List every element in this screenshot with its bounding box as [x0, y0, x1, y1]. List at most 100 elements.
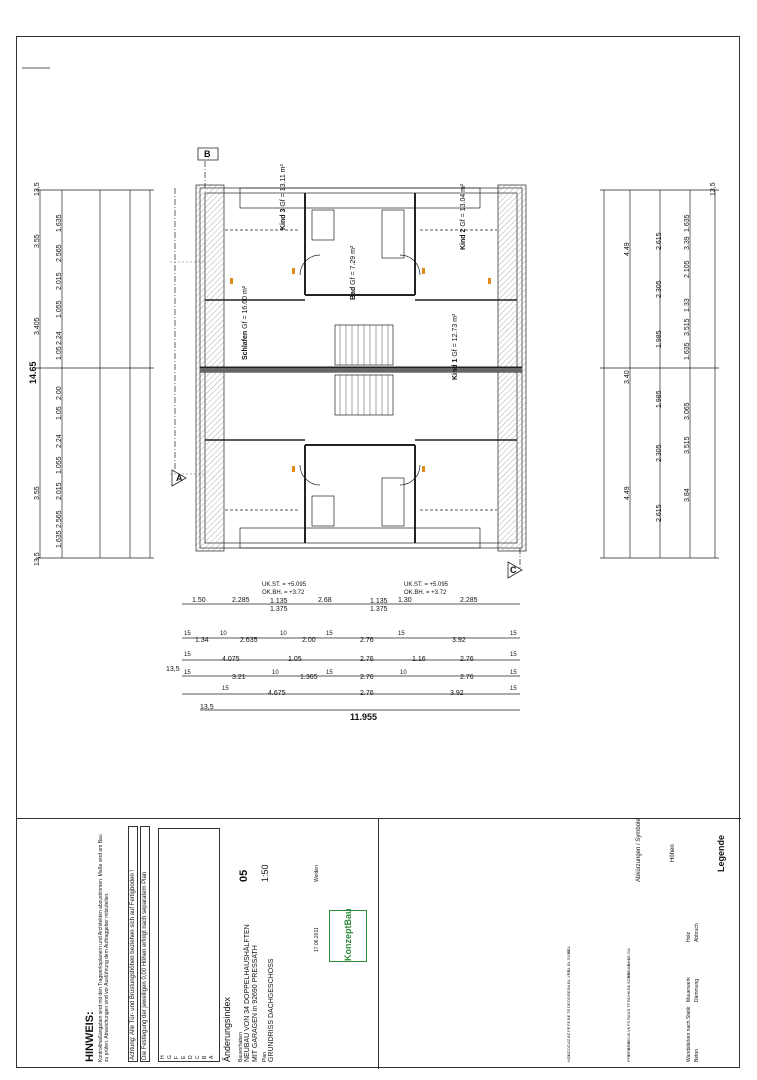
warning-text-2: Die Festlegung der jeweiligen 0,00 Höhen…: [140, 826, 150, 1062]
dim-text: 1.635: [684, 214, 691, 232]
abbreviation-right: TE: [566, 1008, 571, 1014]
dim-text: 15: [510, 652, 517, 658]
abbreviation-right: ST: [566, 948, 571, 954]
hinweis-title: HINWEIS:: [84, 1011, 96, 1062]
dim-text: 1.16: [412, 656, 426, 663]
abbreviation-title: Abkürzungen / Symbole: [636, 818, 642, 882]
abbreviation-left: LE: [626, 955, 631, 960]
ukst-left-1: UK.ST. = +5.095: [262, 582, 307, 588]
legend-item: Dämmung: [694, 978, 700, 1002]
dim-text: 2.015: [56, 482, 63, 500]
legend-item: Beton: [694, 1048, 700, 1062]
room-bad: Bad Gf = 7.29 m²: [350, 245, 357, 300]
index-letter: F: [174, 1055, 180, 1059]
dim-text: 1.34: [195, 637, 209, 644]
dim-text: 4.49: [624, 242, 631, 256]
dim-text: 15: [326, 631, 333, 637]
dim-text: 2.76: [360, 690, 374, 697]
dim-text: 2.565: [56, 510, 63, 528]
dim-text: 1.375: [270, 606, 288, 613]
index-letter: C: [195, 1055, 201, 1059]
dim-text: 1.135: [270, 598, 288, 605]
dim-text: 13,5: [34, 552, 41, 566]
dim-text: 2.76: [460, 674, 474, 681]
dim-text: 2.305: [656, 444, 663, 462]
dim-text: 15: [510, 670, 517, 676]
plan-title: GRUNDRISS DACHGESCHOSS: [268, 958, 275, 1062]
dim-text: 4.075: [222, 656, 240, 663]
section-b-label: B: [204, 149, 211, 159]
dim-text: 2.76: [360, 637, 374, 644]
dim-text: 1.635: [684, 342, 691, 360]
dim-text: 2.565: [56, 244, 63, 262]
dim-text: 2.00: [302, 637, 316, 644]
warning-text-1: Achtung: Alle Tür- und Brüstungshöhen be…: [128, 826, 138, 1062]
abbreviation-left: RD: [626, 996, 631, 1002]
dim-text: 13,5: [34, 182, 41, 196]
dim-text: 2.76: [360, 656, 374, 663]
dim-text: 2.24: [56, 434, 63, 448]
okbh-right-1: OK.BH. = +3.72: [404, 590, 447, 596]
plan-city: Weiden: [314, 865, 320, 882]
dim-text: 1.055: [56, 300, 63, 318]
dim-text: 1.635: [56, 214, 63, 232]
abbreviation-left: BR: [626, 972, 631, 978]
dim-text: 15: [326, 670, 333, 676]
abbreviation-left: UK: [626, 1032, 631, 1038]
title-block: [16, 818, 378, 1069]
plan-date: 17.06.2011: [314, 927, 320, 952]
abbreviation-left: HK: [626, 990, 631, 996]
dim-text: 3.92: [450, 690, 464, 697]
legend-content: Legende Höhen Wandstärken nach Statik Be…: [386, 818, 736, 1062]
dim-text: 2.24: [56, 331, 63, 345]
section-a-label: A: [176, 473, 183, 483]
dim-text: 1.375: [370, 606, 388, 613]
dim-text: 2.76: [360, 674, 374, 681]
dim-text: 1.135: [370, 598, 388, 605]
dim-text: 10: [400, 670, 407, 676]
project-subtitle: MIT GARAGEN in 92690 PRESSATH: [252, 945, 259, 1062]
dim-text: 13,5: [166, 666, 180, 673]
dim-text: 3.39: [684, 236, 691, 250]
index-letter: B: [202, 1055, 208, 1059]
dim-text: 2.76: [460, 656, 474, 663]
index-letter: G: [167, 1055, 173, 1059]
abbreviation-right: AZ: [566, 1038, 571, 1044]
dim-text: 1.05: [56, 406, 63, 420]
room-schlafen: Schlafen Gf = 16.60 m²: [242, 285, 249, 360]
dim-text: 15: [184, 670, 191, 676]
room-kind-3: Kind 3 Gf = 13.11 m²: [280, 164, 287, 230]
legend-item: Abbruch: [694, 923, 700, 942]
dim-text: 3.515: [684, 318, 691, 336]
index-letter: H: [160, 1055, 166, 1059]
abbreviation-left: OK: [626, 1038, 631, 1044]
dim-text: 3.55: [34, 234, 41, 248]
dim-text: 13,5: [710, 182, 717, 196]
index-letter: D: [188, 1055, 194, 1059]
hinweis-text: Kontrollmaßangaben sind mit den Tragwerk…: [98, 834, 110, 1062]
legend-block: [378, 818, 741, 1069]
dim-text: 4.675: [268, 690, 286, 697]
index-table: H G F E D C B A: [158, 828, 220, 1062]
dim-text: 2.68: [318, 597, 332, 604]
dim-text: 1.985: [656, 330, 663, 348]
dim-text: 1.05: [56, 346, 63, 360]
abbreviation-right: BE: [566, 1014, 571, 1020]
aenderungsindex-label: Änderungsindex: [222, 996, 232, 1062]
dim-text: 1.33: [684, 298, 691, 312]
abbreviation-right: PE: [566, 1026, 571, 1032]
plan-number: 05: [238, 869, 250, 882]
abbreviation-left: VK: [626, 1026, 631, 1032]
dim-text: 15: [510, 686, 517, 692]
abbreviation-right: DE: [566, 1002, 571, 1008]
dim-text: 2.00: [56, 386, 63, 400]
title-block-content: HINWEIS: Kontrollmaßangaben sind mit den…: [24, 822, 374, 1062]
dim-text: 1.50: [192, 597, 206, 604]
dim-total: 14.65: [28, 361, 38, 384]
dim-text: 15: [222, 686, 229, 692]
dim-text: 3.84: [684, 488, 691, 502]
dim-text: 10: [272, 670, 279, 676]
abbreviation-right: UZ: [566, 1050, 571, 1056]
dim-text: 3.21: [232, 674, 246, 681]
